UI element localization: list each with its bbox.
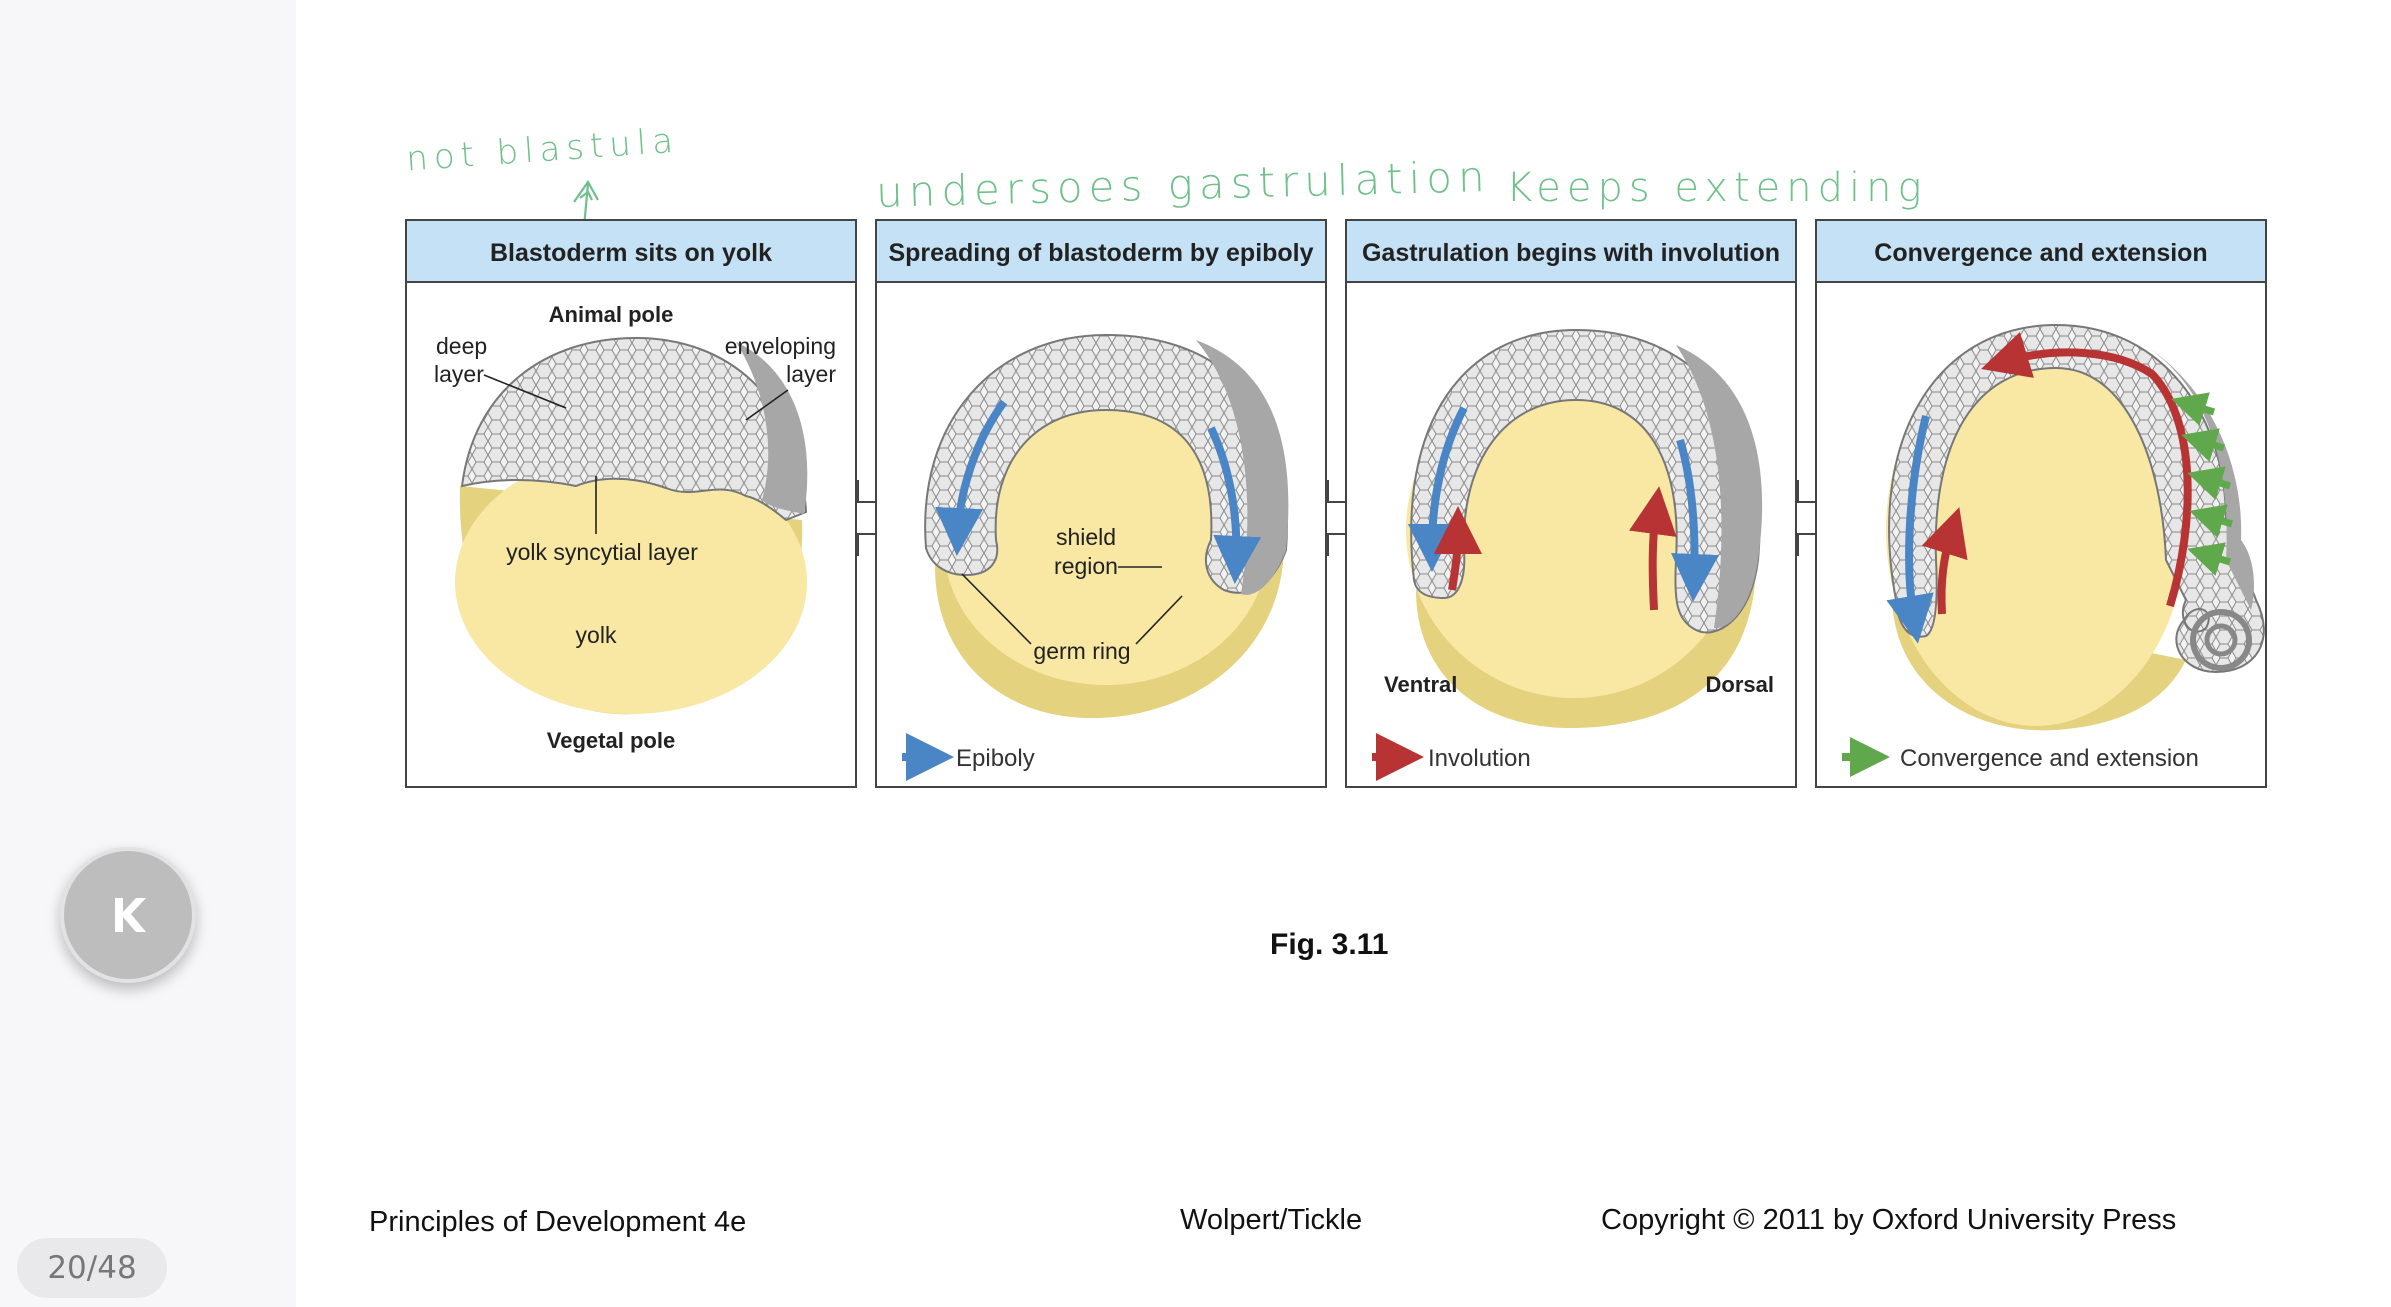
label-deep-layer-1: deep [436,333,487,359]
legend-convergence: Convergence and extension [1900,745,2199,772]
label-deep-layer-2: layer [434,361,484,387]
page-indicator[interactable]: 20/48 [17,1238,167,1298]
footer-authors: Wolpert/Tickle [1180,1204,1363,1236]
k-logo-icon [115,898,146,932]
epiboly-arrow-icon [1408,406,1468,572]
panel-blastoderm: Blastoderm sits on yolk Animal pole deep… [405,219,857,788]
label-vegetal-pole: Vegetal pole [547,728,675,753]
panel-title: Convergence and extension [1874,239,2207,267]
label-animal-pole: Animal pole [549,302,674,327]
label-shield-1: shield [1056,524,1116,550]
blastoderm-cap [460,336,808,522]
figure-caption: Fig. 3.11 [1270,928,1389,961]
epiboly-arrow-icon [1671,438,1719,602]
epiboly-arrow-icon [935,399,1008,556]
footer-copyright: Copyright © 2011 by Oxford University Pr… [1601,1204,2177,1236]
label-yolk: yolk [576,622,617,648]
label-yolk-syncytial-layer: yolk syncytial layer [506,539,698,565]
label-germ-ring: germ ring [1033,638,1130,664]
blastoderm-ring [924,333,1288,594]
involution-arrow-icon [1629,486,1677,611]
label-enveloping-2: layer [786,361,836,387]
panel-involution: Gastrulation begins with involution Vent… [1345,219,1797,788]
label-enveloping-1: enveloping [725,333,836,359]
panel-title: Gastrulation begins with involution [1362,239,1780,267]
label-shield-2: region [1054,553,1118,579]
handwritten-note-keeps-extending: Keeps extending [1506,165,1928,211]
figure-3-11: Blastoderm sits on yolk Animal pole deep… [405,219,2267,788]
panel-convergence: Convergence and extension Convergence an… [1815,219,2267,788]
footer-book-title: Principles of Development 4e [369,1206,747,1238]
epiboly-arrow-icon [1207,426,1262,584]
label-dorsal: Dorsal [1706,672,1774,697]
involution-arrow-icon [1981,332,2192,608]
epiboly-arrow-icon [1886,415,1934,644]
involution-arrow-icon [1433,506,1482,591]
app-launcher-button[interactable] [60,847,196,983]
legend-involution: Involution [1428,745,1531,772]
panel-epiboly: Spreading of blastoderm by epiboly shiel… [875,219,1327,788]
convergence-arrow-icon [2181,428,2226,462]
sidebar: 20/48 [0,0,296,1307]
slide: not blastula undersoes gastrulation Keep… [296,0,2391,1307]
panel-title: Blastoderm sits on yolk [490,239,772,267]
yolk-shape [455,450,807,714]
label-ventral: Ventral [1384,672,1457,697]
convergence-arrow-icon [2187,542,2232,576]
panel-title: Spreading of blastoderm by epiboly [888,239,1313,267]
convergence-arrow-icon [2187,466,2232,500]
convergence-arrow-icon [2189,504,2234,538]
involution-arrow-icon [1921,507,1968,615]
legend-epiboly: Epiboly [956,745,1035,772]
convergence-arrow-icon [2171,392,2216,426]
